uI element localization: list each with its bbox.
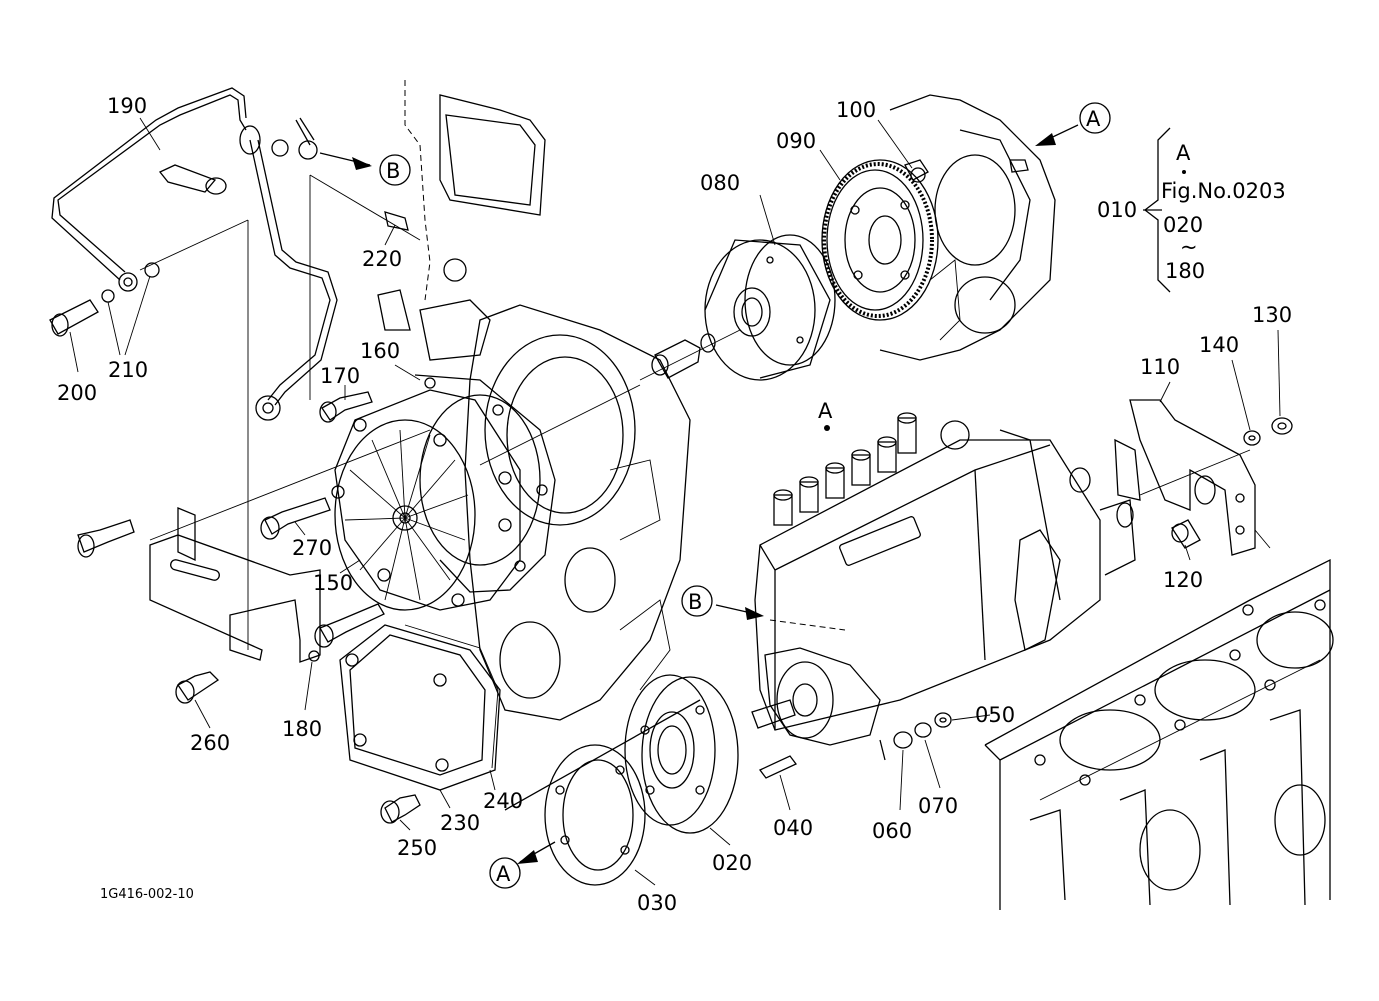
bracket-note bbox=[1143, 127, 1186, 293]
note-range-start: 020 bbox=[1163, 213, 1203, 237]
leader-lines bbox=[69, 117, 1281, 886]
fuel-pipe-secondary bbox=[239, 117, 338, 421]
label-230: 230 bbox=[440, 811, 480, 835]
note-range-end: 180 bbox=[1165, 259, 1205, 283]
label-240: 240 bbox=[483, 789, 523, 813]
label-220: 220 bbox=[362, 247, 402, 271]
note-ref: A bbox=[1176, 141, 1191, 165]
ref-b-arrow-top: B bbox=[319, 152, 411, 186]
ref-b-arrow-pump: B bbox=[681, 585, 846, 631]
label-070: 070 bbox=[918, 794, 958, 818]
ref-a-label-top: A bbox=[1086, 107, 1101, 131]
label-140: 140 bbox=[1199, 333, 1239, 357]
label-040: 040 bbox=[773, 816, 813, 840]
injection-pump bbox=[751, 412, 1136, 761]
ref-a-arrow-top: A bbox=[1035, 102, 1111, 146]
idler-gear-090 bbox=[821, 159, 939, 321]
alignment-lines bbox=[139, 175, 741, 650]
fitting-220 bbox=[309, 174, 421, 241]
label-180: 180 bbox=[282, 717, 322, 741]
ref-a-label-bottom: A bbox=[496, 862, 511, 886]
bracket-110 bbox=[1114, 399, 1271, 556]
label-170: 170 bbox=[320, 364, 360, 388]
pump-mark-label: A bbox=[818, 399, 833, 423]
label-200: 200 bbox=[57, 381, 97, 405]
drawing-code: 1G416-002-10 bbox=[100, 887, 194, 902]
washer-060 bbox=[893, 731, 913, 749]
note-tilde: ~ bbox=[1180, 235, 1198, 259]
pump-mark-a: A bbox=[818, 399, 833, 423]
drive-gear-080 bbox=[704, 234, 836, 381]
bolt-270 bbox=[260, 497, 331, 540]
label-020: 020 bbox=[712, 851, 752, 875]
label-190: 190 bbox=[107, 94, 147, 118]
bolt-180-side bbox=[314, 603, 385, 648]
bolt-120 bbox=[1171, 519, 1201, 549]
label-110: 110 bbox=[1140, 355, 1180, 379]
hollow-bolt bbox=[158, 164, 227, 195]
engine-block bbox=[984, 558, 1334, 910]
fuel-pipe-190 bbox=[49, 87, 247, 337]
nut-100 bbox=[904, 159, 929, 183]
nut-130 bbox=[1271, 417, 1293, 435]
gasket-160 bbox=[414, 374, 556, 593]
gasket-230 bbox=[404, 624, 499, 769]
nut-050 bbox=[934, 712, 952, 728]
ref-b-label-top: B bbox=[386, 159, 400, 183]
label-260: 260 bbox=[190, 731, 230, 755]
label-100: 100 bbox=[836, 98, 876, 122]
hub-020 bbox=[624, 674, 739, 834]
washer-140 bbox=[1243, 430, 1261, 446]
label-160: 160 bbox=[360, 339, 400, 363]
plate-030 bbox=[504, 699, 701, 886]
rear-plate bbox=[879, 94, 1056, 361]
bolt-250 bbox=[380, 794, 421, 824]
label-060: 060 bbox=[872, 819, 912, 843]
cover-240 bbox=[339, 624, 501, 791]
washer-070 bbox=[914, 722, 932, 738]
coupling-sleeve bbox=[651, 333, 716, 379]
cover-plate-150 bbox=[331, 389, 521, 611]
note-figure: Fig.No.0203 bbox=[1161, 179, 1286, 203]
bolt-260 bbox=[175, 671, 220, 704]
label-270: 270 bbox=[292, 536, 332, 560]
label-080: 080 bbox=[700, 171, 740, 195]
stud-040 bbox=[758, 755, 798, 779]
bracket-note-text: A Fig.No.0203 020 ~ 180 bbox=[1161, 141, 1286, 283]
bolt-170 bbox=[319, 391, 373, 423]
label-120: 120 bbox=[1163, 568, 1203, 592]
label-130: 130 bbox=[1252, 303, 1292, 327]
ref-b-label-pump: B bbox=[688, 590, 702, 614]
part-labels: 190 200 210 220 170 160 270 150 180 260 … bbox=[57, 94, 1292, 915]
label-050: 050 bbox=[975, 703, 1015, 727]
label-250: 250 bbox=[397, 836, 437, 860]
label-010: 010 bbox=[1097, 198, 1137, 222]
gear-case bbox=[377, 80, 691, 721]
bracket-180 bbox=[77, 507, 321, 663]
ref-a-arrow-bottom: A bbox=[489, 841, 556, 889]
label-150: 150 bbox=[313, 571, 353, 595]
label-090: 090 bbox=[776, 129, 816, 153]
label-030: 030 bbox=[637, 891, 677, 915]
label-210: 210 bbox=[108, 358, 148, 382]
